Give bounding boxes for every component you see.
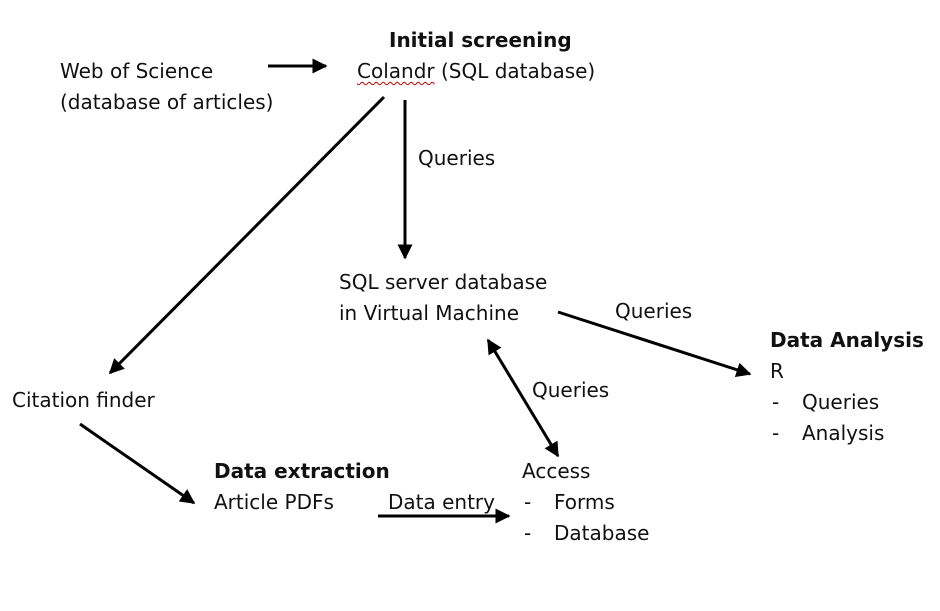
list-item: Forms [522,487,649,518]
colandr-description: (SQL database) [434,59,596,83]
node-citation-finder: Citation finder [12,388,155,412]
node-data-analysis: Data Analysis R Queries Analysis [770,325,924,449]
data-analysis-heading: Data Analysis [770,328,924,352]
node-web-of-science: Web of Science (database of articles) [60,56,273,118]
list-item: Queries [770,387,924,418]
access-label: Access [522,459,591,483]
list-item: Database [522,518,649,549]
list-item: Analysis [770,418,924,449]
data-analysis-tool: R [770,359,784,383]
arrow-sql-to-analysis [557,310,752,377]
arrow-citation-to-pdfs [79,422,196,505]
sql-server-label: SQL server database [339,270,548,294]
node-colandr: Colandr (SQL database) [357,56,595,87]
web-of-science-label: Web of Science [60,59,214,83]
edge-label-colandr-sql: Queries [418,146,496,170]
data-analysis-list: Queries Analysis [770,387,924,449]
article-pdfs-label: Article PDFs [214,490,334,514]
edge-label-data-entry: Data entry [388,490,495,514]
access-list: Forms Database [522,487,649,549]
node-data-extraction: Data extraction Article PDFs [214,456,390,518]
arrow-sql-access-bidirectional [486,338,560,458]
initial-screening-heading: Initial screening [389,28,572,52]
web-of-science-sublabel: (database of articles) [60,90,274,114]
edge-label-sql-access: Queries [532,378,610,402]
arrow-colandr-to-citation [108,95,386,375]
sql-server-sublabel: in Virtual Machine [339,301,520,325]
edge-label-sql-analysis: Queries [615,299,693,323]
data-extraction-heading: Data extraction [214,459,390,483]
colandr-name: Colandr [357,59,435,83]
node-sql-server: SQL server database in Virtual Machine [339,267,547,329]
node-access: Access Forms Database [522,456,649,549]
